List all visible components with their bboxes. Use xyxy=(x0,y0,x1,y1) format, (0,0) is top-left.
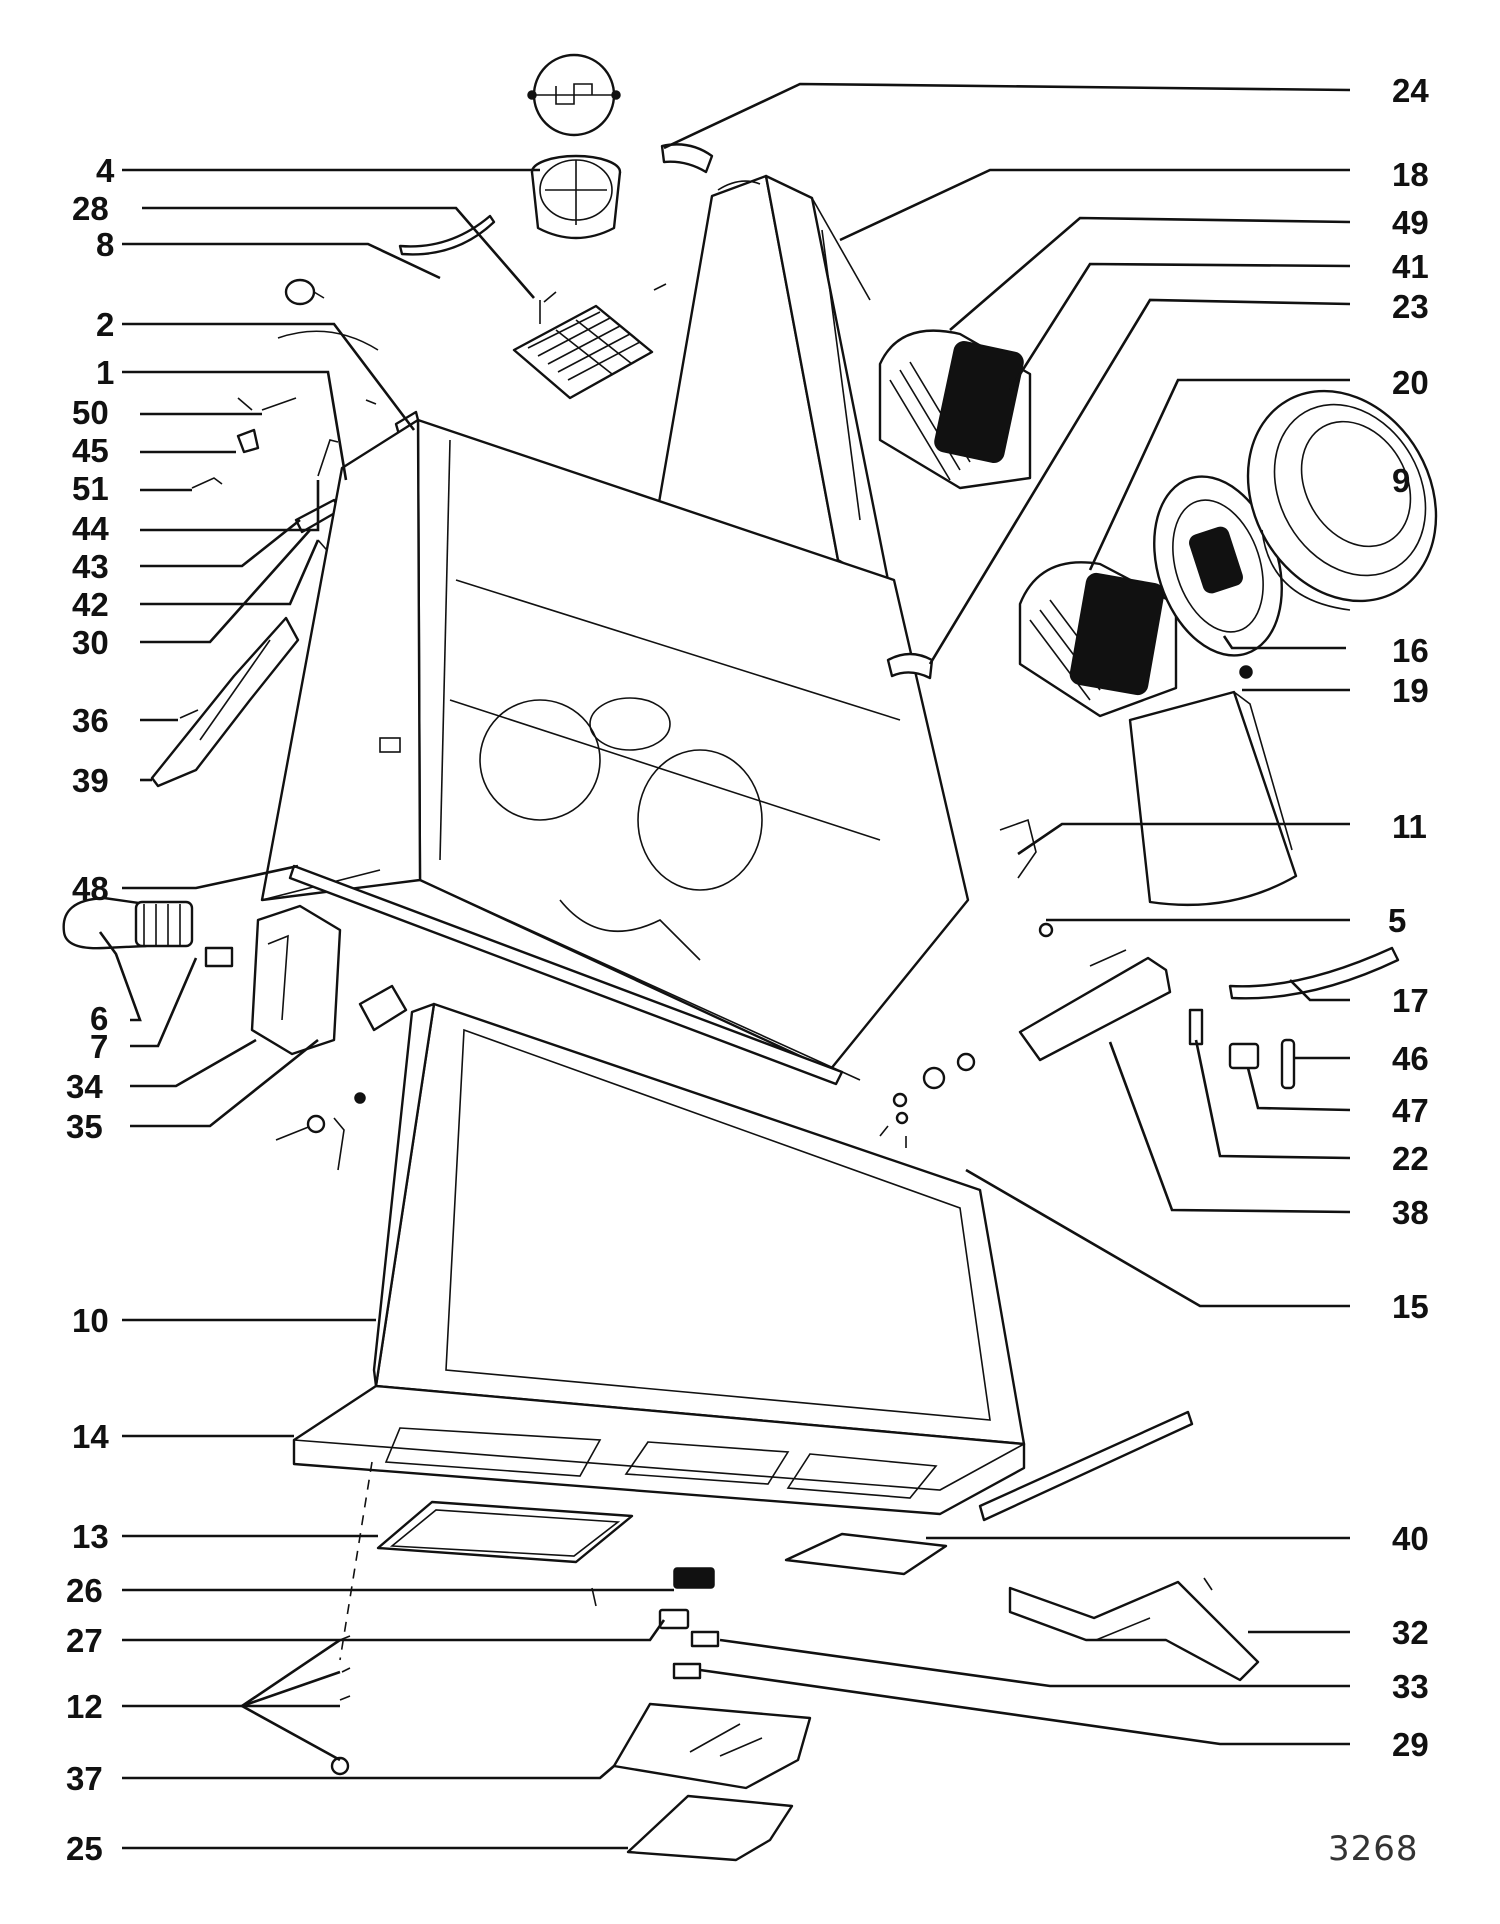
base-tray-drawing xyxy=(292,1384,1026,1516)
callout-8: 8 xyxy=(96,226,114,263)
callout-25: 25 xyxy=(66,1830,103,1867)
callout-14: 14 xyxy=(72,1418,109,1455)
callout-43: 43 xyxy=(72,548,109,585)
grille-drawing xyxy=(512,300,654,400)
callout-19: 19 xyxy=(1392,672,1429,709)
callout-labels: 24 4 18 28 49 8 41 2 23 1 50 20 45 51 9 … xyxy=(66,72,1429,1867)
callout-40: 40 xyxy=(1392,1520,1429,1557)
lamp-drawing xyxy=(62,896,194,950)
light-strip-drawing xyxy=(1228,946,1400,1000)
callout-23: 23 xyxy=(1392,288,1429,325)
callout-49: 49 xyxy=(1392,204,1429,241)
callout-18: 18 xyxy=(1392,156,1429,193)
callout-20: 20 xyxy=(1392,364,1429,401)
callout-6: 6 xyxy=(90,1000,108,1037)
control-plate-drawing xyxy=(612,1702,812,1790)
callout-33: 33 xyxy=(1392,1668,1429,1705)
callout-46: 46 xyxy=(1392,1040,1429,1077)
lower-motor-drawing xyxy=(1018,561,1178,718)
bottom-cover-drawing xyxy=(626,1794,794,1862)
callout-44: 44 xyxy=(72,510,109,547)
callout-2: 2 xyxy=(96,306,114,343)
side-rail-drawing xyxy=(978,1410,1194,1522)
callout-51: 51 xyxy=(72,470,109,507)
callout-12: 12 xyxy=(66,1688,103,1725)
lamp-bracket-drawing xyxy=(204,904,408,1056)
filter-frame-drawing xyxy=(376,1500,634,1564)
callout-13: 13 xyxy=(72,1518,109,1555)
callout-10: 10 xyxy=(72,1302,109,1339)
lower-rail-drawing xyxy=(288,864,844,1086)
callout-30: 30 xyxy=(72,624,109,661)
callout-27: 27 xyxy=(66,1622,103,1659)
callout-11: 11 xyxy=(1392,808,1427,845)
callout-35: 35 xyxy=(66,1108,103,1145)
damper-flap-drawing xyxy=(527,53,621,137)
callout-47: 47 xyxy=(1392,1092,1429,1129)
callout-4: 4 xyxy=(96,152,115,189)
callout-32: 32 xyxy=(1392,1614,1429,1651)
mounting-bracket-drawing xyxy=(1008,1580,1260,1682)
callout-22: 22 xyxy=(1392,1140,1429,1177)
switch-bracket-drawing xyxy=(1018,922,1172,1062)
duct-drawing xyxy=(999,690,1298,907)
callout-39: 39 xyxy=(72,762,109,799)
drawing-number: 3268 xyxy=(1328,1829,1419,1869)
callout-36: 36 xyxy=(72,702,109,739)
callout-34: 34 xyxy=(66,1068,103,1105)
callout-1: 1 xyxy=(96,354,114,391)
callout-38: 38 xyxy=(1392,1194,1429,1231)
hood-body-drawing xyxy=(260,418,970,1081)
callout-9: 9 xyxy=(1392,462,1410,499)
filter-disc-drawing xyxy=(1246,389,1438,611)
upper-motor-drawing xyxy=(878,329,1032,490)
callout-7: 7 xyxy=(90,1028,108,1065)
knob-drawing xyxy=(284,278,325,306)
callout-29: 29 xyxy=(1392,1726,1429,1763)
mounting-plate-drawing xyxy=(1153,475,1283,679)
callout-50: 50 xyxy=(72,394,109,431)
side-bracket-drawing xyxy=(150,616,300,788)
cover-plate-drawing xyxy=(784,1532,948,1576)
callout-45: 45 xyxy=(72,432,109,469)
callout-37: 37 xyxy=(66,1760,103,1797)
spigot-ring-drawing xyxy=(530,154,622,240)
leader-lines xyxy=(98,82,1351,1850)
callout-48: 48 xyxy=(72,870,109,907)
callout-26: 26 xyxy=(66,1572,103,1609)
callout-5: 5 xyxy=(1388,902,1406,939)
trim-strip-drawing xyxy=(398,214,496,256)
callout-24: 24 xyxy=(1392,72,1429,109)
part-drawings xyxy=(62,53,1438,1862)
callout-41: 41 xyxy=(1392,248,1429,285)
callout-16: 16 xyxy=(1392,632,1429,669)
clip-drawing xyxy=(660,143,714,174)
callout-42: 42 xyxy=(72,586,109,623)
callout-15: 15 xyxy=(1392,1288,1429,1325)
callout-17: 17 xyxy=(1392,982,1429,1019)
callout-28: 28 xyxy=(72,190,109,227)
strap-drawing xyxy=(886,652,934,680)
